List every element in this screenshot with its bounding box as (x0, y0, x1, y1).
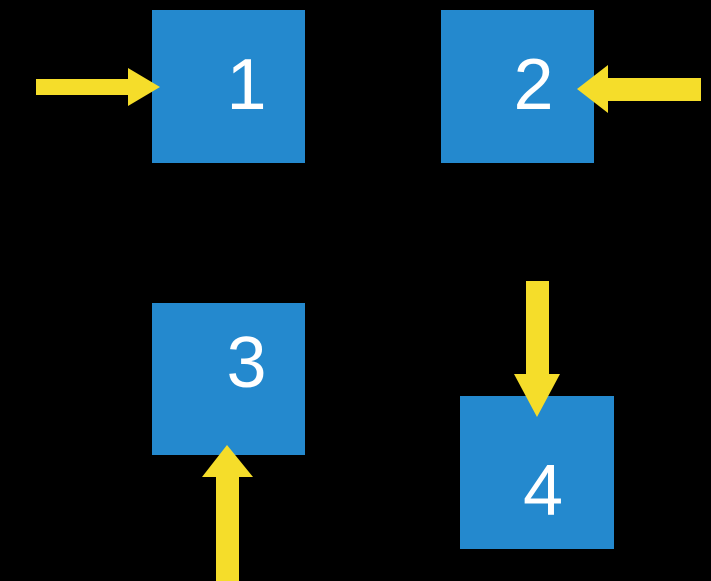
arrow-up-icon (202, 445, 253, 581)
arrow-down-icon (514, 281, 560, 417)
node-1-label: 1 (226, 44, 267, 125)
arrow-left-into-node-2 (577, 65, 701, 113)
node-4-label: 4 (522, 450, 564, 531)
arrow-down-into-node-4 (508, 281, 560, 417)
arrow-right-into-node-1 (36, 68, 160, 106)
node-3[interactable]: 3 (152, 303, 305, 455)
node-2-label: 2 (513, 44, 554, 125)
arrow-up-into-node-3 (202, 445, 253, 581)
node-3-label: 3 (226, 323, 267, 403)
node-4[interactable]: 4 (460, 396, 614, 549)
node-2[interactable]: 2 (441, 10, 594, 163)
node-1[interactable]: 1 (152, 10, 305, 163)
arrow-left-icon (577, 65, 701, 113)
arrow-right-icon (36, 68, 160, 106)
